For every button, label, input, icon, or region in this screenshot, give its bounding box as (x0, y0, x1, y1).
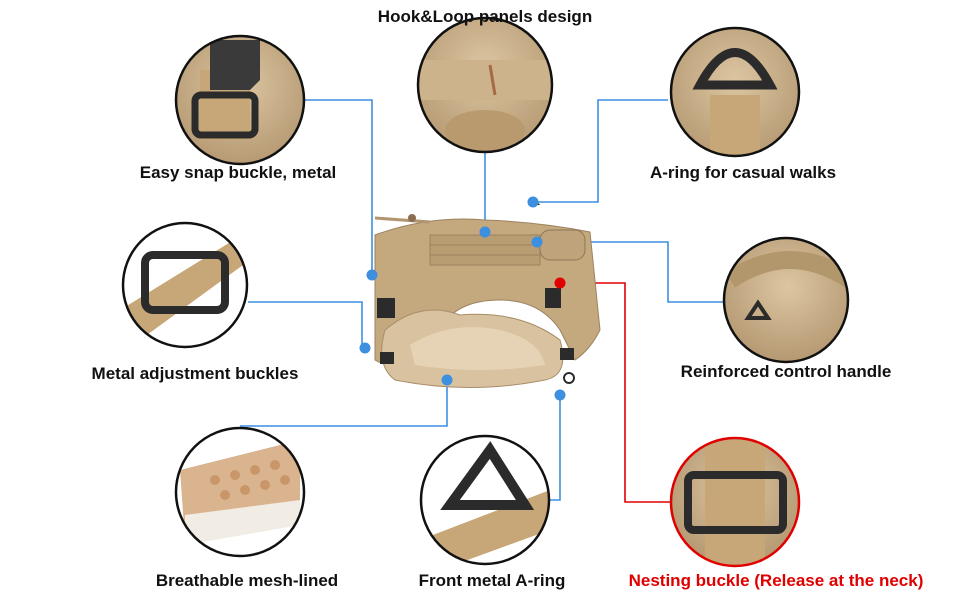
label-nesting-buckle: Nesting buckle (Release at the neck) (628, 571, 924, 590)
thumb-front-ring (419, 434, 551, 566)
label-front-ring: Front metal A-ring (418, 571, 566, 590)
thumb-mesh (174, 426, 306, 558)
label-adjust-buckles: Metal adjustment buckles (91, 364, 299, 383)
thumb-a-ring (669, 26, 801, 158)
thumb-hook-loop (416, 16, 554, 154)
highlight-dot (554, 277, 566, 289)
title-label: Hook&Loop panels design (377, 7, 593, 26)
label-mesh: Breathable mesh-lined (155, 571, 339, 590)
connector-lines (240, 99, 724, 501)
thumb-nesting-buckle (669, 436, 801, 568)
thumb-handle (722, 236, 850, 364)
label-snap-buckle: Easy snap buckle, metal (139, 163, 337, 182)
label-a-ring: A-ring for casual walks (649, 163, 837, 182)
callout-dots (359, 196, 566, 401)
thumb-snap-buckle (174, 34, 306, 166)
label-handle: Reinforced control handle (680, 362, 892, 381)
harness-image (374, 197, 601, 388)
thumb-adjust-buckles (121, 221, 249, 349)
